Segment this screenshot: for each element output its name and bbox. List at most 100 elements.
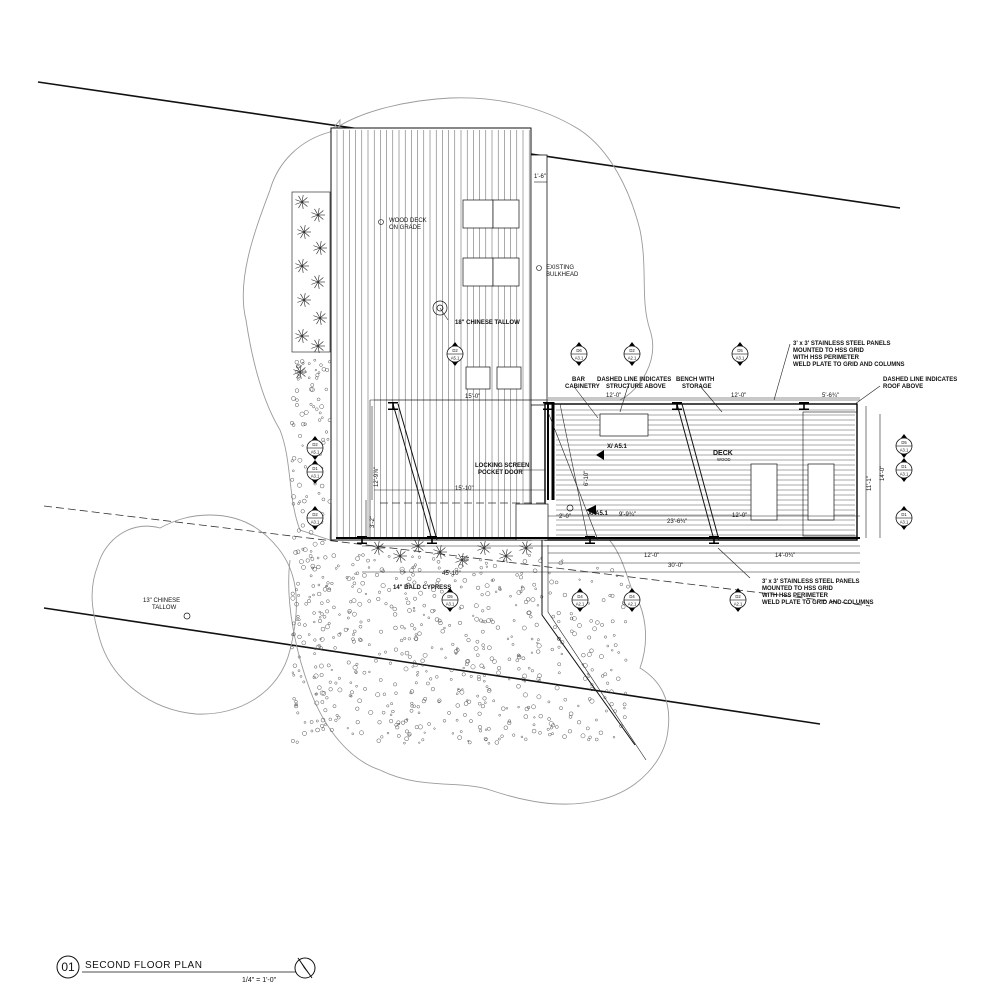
svg-text:12'-0": 12'-0" [732, 513, 747, 519]
section-marker-bottom: A5.1 [451, 356, 460, 361]
existing-bulkhead-label: EXISTING BULKHEAD [536, 265, 579, 278]
svg-text:5'-6¾": 5'-6¾" [822, 393, 839, 399]
section-marker-bottom: A3.1 [736, 356, 745, 361]
svg-text:X/ A5.1: X/ A5.1 [588, 511, 608, 517]
section-tag-2: X/ A5.1 [586, 505, 608, 517]
section-markers: D2A5.1D6A3.1D2A2.1D5A3.1D2A5.1D1A3.1D2A3… [306, 342, 913, 612]
section-marker-top: D5 [901, 440, 907, 445]
drawing-scale: 1/4" = 1'-0" [242, 977, 277, 984]
bar-cabinetry-block [599, 413, 649, 437]
section-marker-top: D2 [452, 348, 458, 353]
lower-tree-canopy [288, 534, 670, 805]
section-marker-top: D2 [629, 348, 635, 353]
svg-text:3'-2": 3'-2" [370, 516, 376, 528]
tree-trunks [183, 300, 574, 620]
svg-text:12'-0": 12'-0" [606, 393, 621, 399]
svg-text:15'-10": 15'-10" [455, 486, 474, 492]
svg-text:14'-0¾": 14'-0¾" [775, 553, 795, 559]
leader-lines [439, 307, 881, 579]
svg-text:15'-0": 15'-0" [465, 394, 480, 400]
section-marker-top: D4 [629, 594, 635, 599]
planting-strip [291, 191, 533, 567]
ground-texture [289, 358, 630, 745]
section-marker-top: D1 [901, 512, 907, 517]
svg-text:30'-0": 30'-0" [668, 563, 683, 569]
drawing-title: SECOND FLOOR PLAN [85, 960, 202, 971]
section-marker-bottom: A2.1 [628, 356, 637, 361]
section-marker-top: D5 [447, 594, 453, 599]
bench-storage-label: BENCH WITH STORAGE [676, 377, 714, 390]
furniture [462, 199, 835, 521]
dimension-text: 1'-6" 15'-0" 15'-10" 12'-0" 12'-0" 5'-6¾… [370, 174, 886, 577]
svg-text:LOCKING SCREEN: LOCKING SCREEN [475, 463, 529, 469]
svg-text:12'-0": 12'-0" [731, 393, 746, 399]
svg-text:EXISTING: EXISTING [546, 265, 574, 271]
panels-bottom-label: 3' x 3' STAINLESS STEEL PANELS MOUNTED T… [762, 579, 874, 606]
svg-text:BENCH WITH: BENCH WITH [676, 377, 714, 383]
svg-text:11'-1": 11'-1" [867, 476, 873, 491]
section-marker-bottom: A3.1 [900, 520, 909, 525]
svg-text:13" CHINESE: 13" CHINESE [143, 598, 180, 604]
svg-text:BULKHEAD: BULKHEAD [546, 272, 579, 278]
svg-text:STRUCTURE ABOVE: STRUCTURE ABOVE [606, 384, 666, 390]
svg-text:CABINETRY: CABINETRY [565, 384, 600, 390]
deck-label: DECK [713, 450, 733, 457]
annotations: WOOD DECK ON GRADE EXISTING BULKHEAD 18"… [143, 218, 957, 611]
section-marker-top: D2 [312, 442, 318, 447]
svg-text:45'-10": 45'-10" [442, 571, 461, 577]
section-marker-bottom: A3.1 [575, 356, 584, 361]
panels-top-label: 3' x 3' STAINLESS STEEL PANELS MOUNTED T… [793, 341, 905, 368]
svg-text:12'-9⅞": 12'-9⅞" [374, 467, 380, 487]
wood-deck-on-grade [330, 127, 548, 541]
section-marker-bottom: A3.1 [446, 602, 455, 607]
bald-cypress-label: 14" BALD CYPRESS [393, 585, 451, 591]
section-tag: X/ A5.1 [596, 444, 627, 460]
dashed-structure-label: DASHED LINE INDICATES STRUCTURE ABOVE [597, 377, 671, 390]
svg-text:12'-0": 12'-0" [644, 553, 659, 559]
svg-text:ON GRADE: ON GRADE [389, 225, 421, 231]
section-marker-bottom: A5.1 [311, 450, 320, 455]
svg-text:14'-0": 14'-0" [880, 466, 886, 481]
svg-text:6'-10": 6'-10" [584, 471, 590, 486]
section-marker-top: D5 [737, 348, 743, 353]
svg-text:2'-0": 2'-0" [559, 514, 571, 520]
svg-text:TALLOW: TALLOW [152, 605, 177, 611]
dimension-lines [362, 181, 881, 573]
drawing-number: 01 [61, 960, 75, 974]
section-marker-bottom: A3.1 [900, 448, 909, 453]
section-marker-bottom: A3.1 [900, 472, 909, 477]
svg-text:DASHED LINE INDICATES: DASHED LINE INDICATES [597, 377, 671, 383]
locking-screen-label: LOCKING SCREEN POCKET DOOR [475, 463, 529, 476]
bulkhead-path [541, 540, 647, 761]
chinese-tallow-18-label: 18" CHINESE TALLOW [455, 320, 520, 326]
svg-text:X/ A5.1: X/ A5.1 [607, 444, 627, 450]
svg-text:WITH HSS PERIMETER: WITH HSS PERIMETER [793, 355, 860, 361]
deck-material-label: WOOD [717, 457, 731, 462]
svg-text:BAR: BAR [572, 377, 586, 383]
svg-text:23'-6¾": 23'-6¾" [667, 519, 687, 525]
svg-text:WITH HSS PERIMETER: WITH HSS PERIMETER [762, 593, 829, 599]
north-arrow-icon [294, 957, 316, 979]
svg-text:POCKET DOOR: POCKET DOOR [478, 470, 523, 476]
svg-text:3' x 3' STAINLESS STEEL PANELS: 3' x 3' STAINLESS STEEL PANELS [762, 579, 860, 585]
section-marker-top: D1 [312, 466, 318, 471]
section-marker-bottom: A2.1 [734, 602, 743, 607]
svg-text:MOUNTED TO HSS GRID: MOUNTED TO HSS GRID [762, 586, 834, 592]
svg-text:DASHED LINE INDICATES: DASHED LINE INDICATES [883, 377, 957, 383]
section-marker-top: D2 [312, 512, 318, 517]
section-marker-top: D2 [735, 594, 741, 599]
small-tree-canopy [91, 514, 297, 715]
